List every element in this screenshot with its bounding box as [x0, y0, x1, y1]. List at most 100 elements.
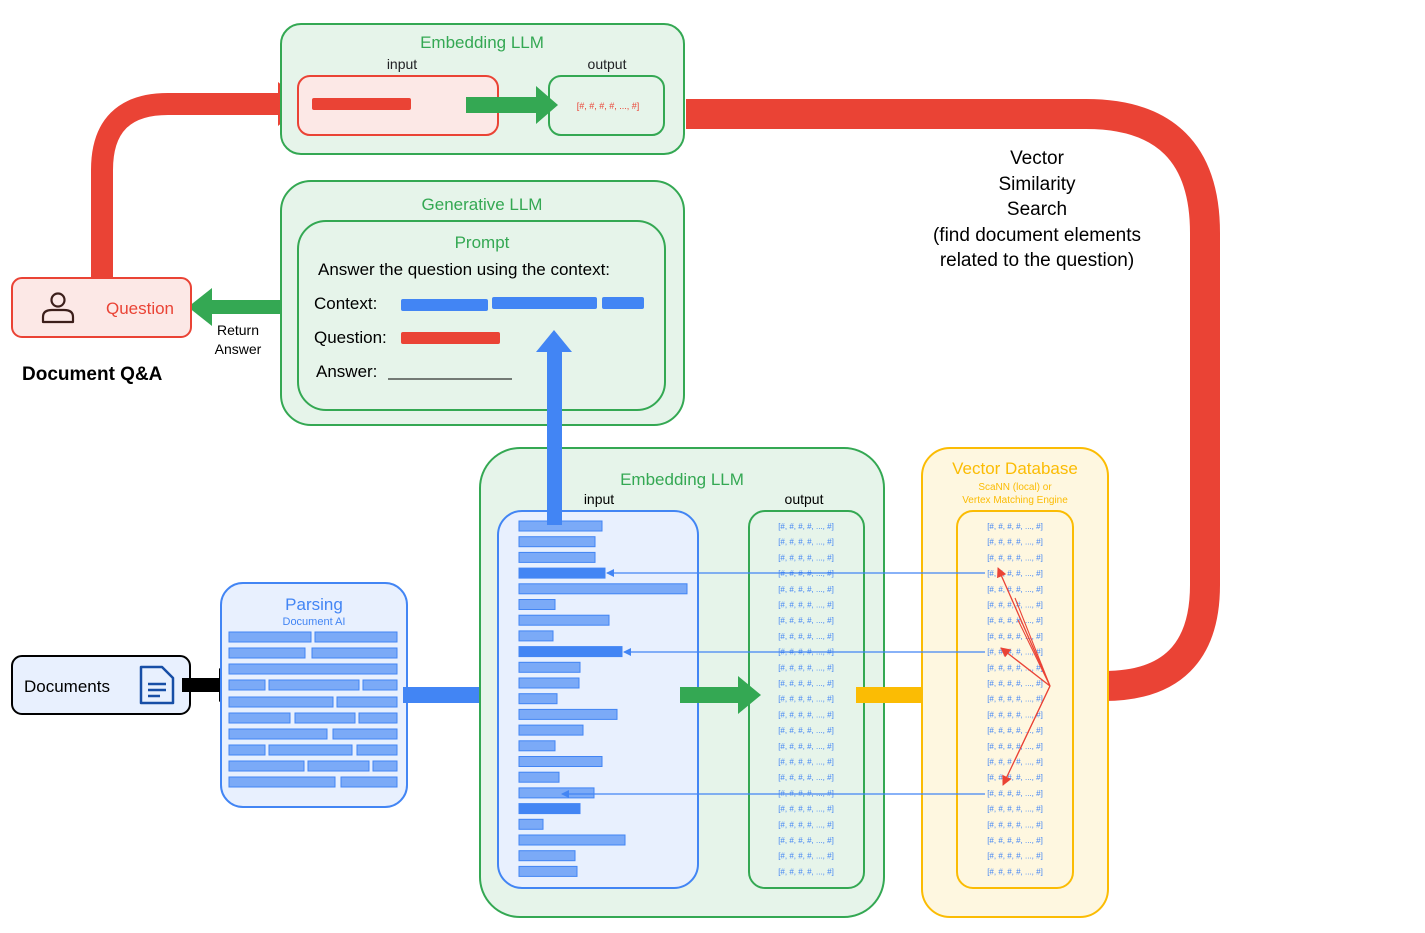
embedding-llm-bottom: Embedding LLM input output [#, #, #, #, …	[479, 447, 885, 918]
input-element-retrieved	[518, 646, 623, 658]
output-vector-text: [#, #, #, #, ..., #]	[778, 695, 834, 704]
output-vector-text: [#, #, #, #, ..., #]	[778, 805, 834, 814]
db-vector-text: [#, #, #, #, ..., #]	[987, 726, 1043, 735]
output-vector-text: [#, #, #, #, ..., #]	[778, 710, 834, 719]
db-vector-text: [#, #, #, #, ..., #]	[987, 710, 1043, 719]
output-vector-text: [#, #, #, #, ..., #]	[778, 522, 834, 531]
db-vector-text: [#, #, #, #, ..., #]	[987, 836, 1043, 845]
document-icon	[139, 665, 175, 705]
generative-llm: Generative LLM Prompt Answer the questio…	[280, 180, 685, 426]
embed-top-green-arrow	[466, 86, 558, 124]
db-vector-text: [#, #, #, #, ..., #]	[987, 867, 1043, 876]
output-vector-text: [#, #, #, #, ..., #]	[778, 585, 834, 594]
documents-box: Documents	[11, 655, 191, 715]
question-label: Question	[106, 299, 174, 318]
prompt-question-label: Question:	[314, 328, 387, 347]
input-element	[518, 614, 610, 626]
embedding-top-input-label: input	[387, 56, 417, 72]
db-vector-text: [#, #, #, #, ..., #]	[987, 805, 1043, 814]
input-element	[518, 583, 688, 595]
documents-label: Documents	[24, 677, 110, 696]
similarity-search-label: Vector Similarity Search (find document …	[933, 148, 1141, 271]
vector-database: Vector Database ScaNN (local) or Vertex …	[921, 447, 1109, 918]
embedding-bottom-output-label: output	[785, 491, 824, 507]
search-label-line3: Search	[1007, 199, 1067, 220]
embedding-bottom-input-label: input	[584, 491, 614, 507]
db-vector-text: [#, #, #, #, ..., #]	[987, 553, 1043, 562]
output-vector-text: [#, #, #, #, ..., #]	[778, 553, 834, 562]
generative-llm-title: Generative LLM	[422, 195, 543, 214]
output-vector-text: [#, #, #, #, ..., #]	[778, 726, 834, 735]
search-label-line5: related to the question)	[940, 250, 1134, 271]
db-vector-text: [#, #, #, #, ..., #]	[987, 522, 1043, 531]
prompt-title: Prompt	[455, 233, 510, 252]
input-element	[518, 850, 576, 862]
parsing-title: Parsing	[285, 595, 343, 614]
output-vector-text: [#, #, #, #, ..., #]	[778, 632, 834, 641]
output-vector-text: [#, #, #, #, ..., #]	[778, 852, 834, 861]
input-element	[518, 661, 581, 673]
parsing-box: Parsing Document AI	[220, 582, 408, 808]
db-vector-text: [#, #, #, #, ..., #]	[987, 585, 1043, 594]
input-element	[518, 551, 596, 563]
input-element	[518, 708, 618, 720]
output-vector-text: [#, #, #, #, ..., #]	[778, 616, 834, 625]
return-answer-arrow	[188, 288, 282, 326]
search-label-line4: (find document elements	[933, 225, 1141, 246]
input-elements	[518, 520, 688, 877]
input-element	[518, 693, 558, 705]
search-label-line1: Vector	[1010, 148, 1065, 169]
db-vector-text: [#, #, #, #, ..., #]	[987, 773, 1043, 782]
db-vector-text: [#, #, #, #, ..., #]	[987, 663, 1043, 672]
return-label-line1: Return	[217, 322, 259, 338]
context-bar	[401, 299, 488, 311]
vector-database-inner-box	[956, 510, 1074, 889]
similarity-arrow	[997, 567, 1051, 687]
db-vector-text: [#, #, #, #, ..., #]	[987, 569, 1043, 578]
output-vector-text: [#, #, #, #, ..., #]	[778, 820, 834, 829]
prompt-question-bar	[401, 332, 500, 344]
return-label-line2: Answer	[215, 341, 262, 357]
input-element	[518, 787, 595, 799]
db-vector-text: [#, #, #, #, ..., #]	[987, 648, 1043, 657]
db-vectors: [#, #, #, #, ..., #] [#, #, #, #, ..., #]…	[987, 522, 1043, 876]
context-to-prompt-arrow	[536, 330, 572, 525]
context-bar	[492, 297, 597, 309]
output-vector-text: [#, #, #, #, ..., #]	[778, 663, 834, 672]
db-vector-text: [#, #, #, #, ..., #]	[987, 695, 1043, 704]
input-element-retrieved	[518, 567, 606, 579]
prompt-context-label: Context:	[314, 294, 377, 313]
db-vector-text: [#, #, #, #, ..., #]	[987, 789, 1043, 798]
person-icon	[41, 292, 75, 324]
db-vector-text: [#, #, #, #, ..., #]	[987, 820, 1043, 829]
input-element-retrieved	[518, 803, 581, 815]
output-vector-text: [#, #, #, #, ..., #]	[778, 679, 834, 688]
question-token-bar	[312, 98, 411, 110]
output-vectors: [#, #, #, #, ..., #] [#, #, #, #, ..., #]…	[778, 522, 834, 876]
input-element	[518, 536, 596, 548]
vector-database-subtitle1: ScaNN (local) or	[978, 482, 1052, 493]
parsing-subtitle: Document AI	[283, 616, 346, 628]
vector-database-subtitle2: Vertex Matching Engine	[962, 495, 1068, 506]
db-vector-text: [#, #, #, #, ..., #]	[987, 632, 1043, 641]
output-vector-text: [#, #, #, #, ..., #]	[778, 601, 834, 610]
search-label-line2: Similarity	[998, 174, 1076, 195]
input-element	[518, 630, 554, 642]
similarity-line	[1014, 597, 1051, 687]
output-vector-text: [#, #, #, #, ..., #]	[778, 867, 834, 876]
similarity-line	[1014, 685, 1051, 761]
input-element	[518, 756, 603, 767]
parsed-elements	[228, 631, 398, 788]
similarity-fan	[997, 567, 1051, 786]
embedding-llm-bottom-title: Embedding LLM	[620, 470, 744, 489]
input-element	[518, 740, 556, 752]
input-element	[518, 834, 626, 846]
input-element	[518, 818, 544, 830]
prompt-instruction: Answer the question using the context:	[318, 260, 610, 279]
input-element	[518, 724, 584, 736]
output-vector-text: [#, #, #, #, ..., #]	[778, 758, 834, 767]
input-element	[518, 599, 556, 610]
embedding-llm-top-title: Embedding LLM	[420, 33, 544, 52]
